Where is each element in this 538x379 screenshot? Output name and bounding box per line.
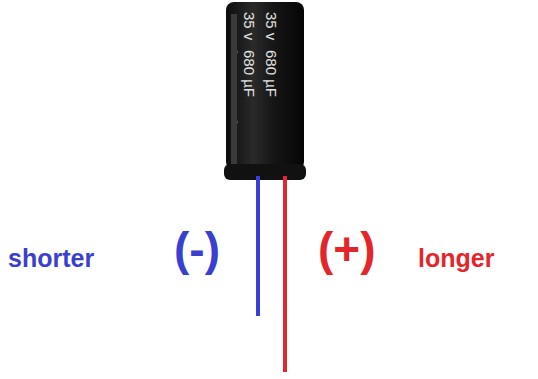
capacitance-marking: 680 µF [241,50,258,97]
capacitance-marking: 680 µF [263,50,280,97]
lead-length-label-holder: shorter [8,246,94,271]
voltage-marking: 35 v [263,12,280,40]
positive-lead [283,176,287,372]
polarity-band [231,14,237,164]
voltage-marking-holder: 35 v [240,12,258,40]
lead-length-label: longer [418,244,494,272]
capacitance-marking-holder: 680 µF [240,50,258,97]
polarity-sign: (+) [318,223,376,275]
polarity-sign: (-) [174,223,220,275]
voltage-marking-holder: 35 v [262,12,280,40]
polarity-sign-holder: (+) [318,226,376,272]
lead-length-label: shorter [8,244,94,272]
capacitance-marking-holder: 680 µF [262,50,280,97]
voltage-marking: 35 v [241,12,258,40]
lead-length-label-holder: longer [418,246,494,271]
capacitor-body [226,2,304,170]
capacitor-base [224,164,306,180]
negative-lead [256,176,260,316]
polarity-sign-holder: (-) [174,226,220,272]
